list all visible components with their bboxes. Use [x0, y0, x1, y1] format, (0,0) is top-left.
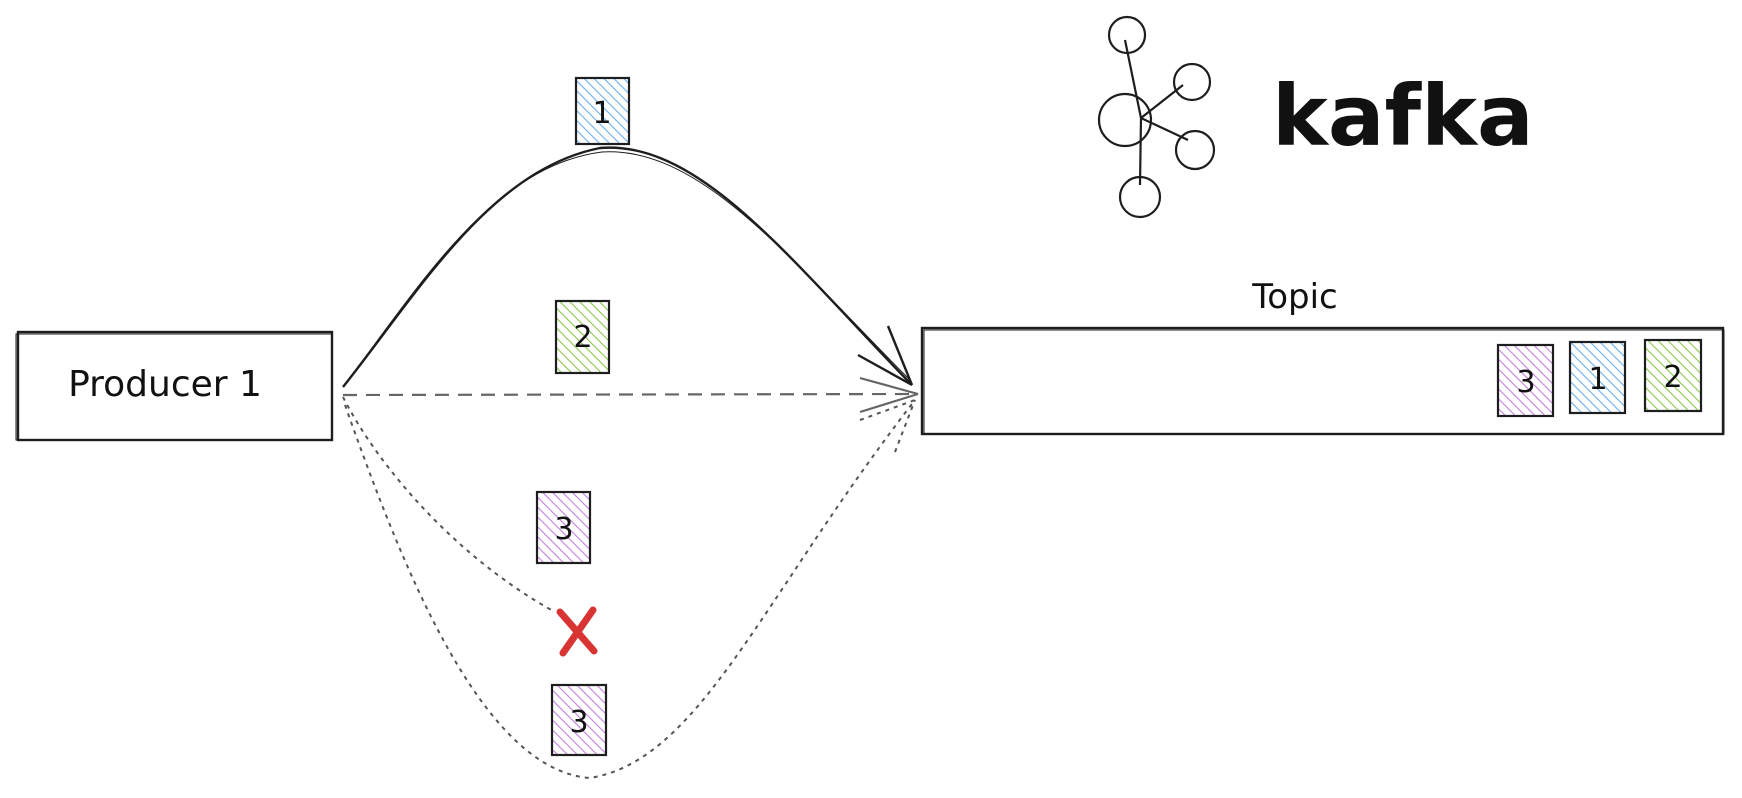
topic-label: Topic — [1251, 277, 1338, 317]
topic-message-1[interactable]: 3 — [1496, 343, 1555, 418]
kafka-wordmark: kafka — [1272, 67, 1534, 165]
arrowhead-retry — [859, 399, 916, 453]
message-middle-label: 2 — [573, 320, 592, 355]
producer-label: Producer 1 — [68, 364, 262, 405]
message-top-label: 1 — [592, 96, 611, 131]
producer-node[interactable]: Producer 1 — [15, 330, 334, 442]
arrow-dashed-middle — [342, 392, 919, 397]
topic-message-3[interactable]: 2 — [1643, 338, 1703, 413]
message-retry-sent-label: 3 — [554, 512, 573, 547]
arrowhead-middle — [859, 376, 919, 414]
kafka-logo-icon — [1097, 15, 1216, 219]
message-retry-sent[interactable]: 3 — [535, 490, 592, 565]
kafka-logo: kafka — [1097, 15, 1534, 219]
topic-message-1-label: 3 — [1516, 365, 1535, 400]
topic-message-3-label: 2 — [1663, 360, 1682, 395]
arrow-curve-top — [342, 146, 913, 388]
arrow-curve-top-double — [344, 151, 911, 385]
arrowhead-top — [857, 325, 914, 387]
topic-message-2-label: 1 — [1588, 362, 1607, 397]
message-middle[interactable]: 2 — [554, 299, 611, 375]
message-retry-resent[interactable]: 3 — [550, 683, 608, 757]
arrow-dotted-retry — [344, 399, 916, 780]
message-top[interactable]: 1 — [574, 76, 631, 146]
message-retry-resent-label: 3 — [569, 705, 588, 740]
topic-message-2[interactable]: 1 — [1568, 340, 1627, 415]
red-x-icon — [556, 606, 598, 657]
arrow-dotted-failed — [342, 396, 556, 613]
